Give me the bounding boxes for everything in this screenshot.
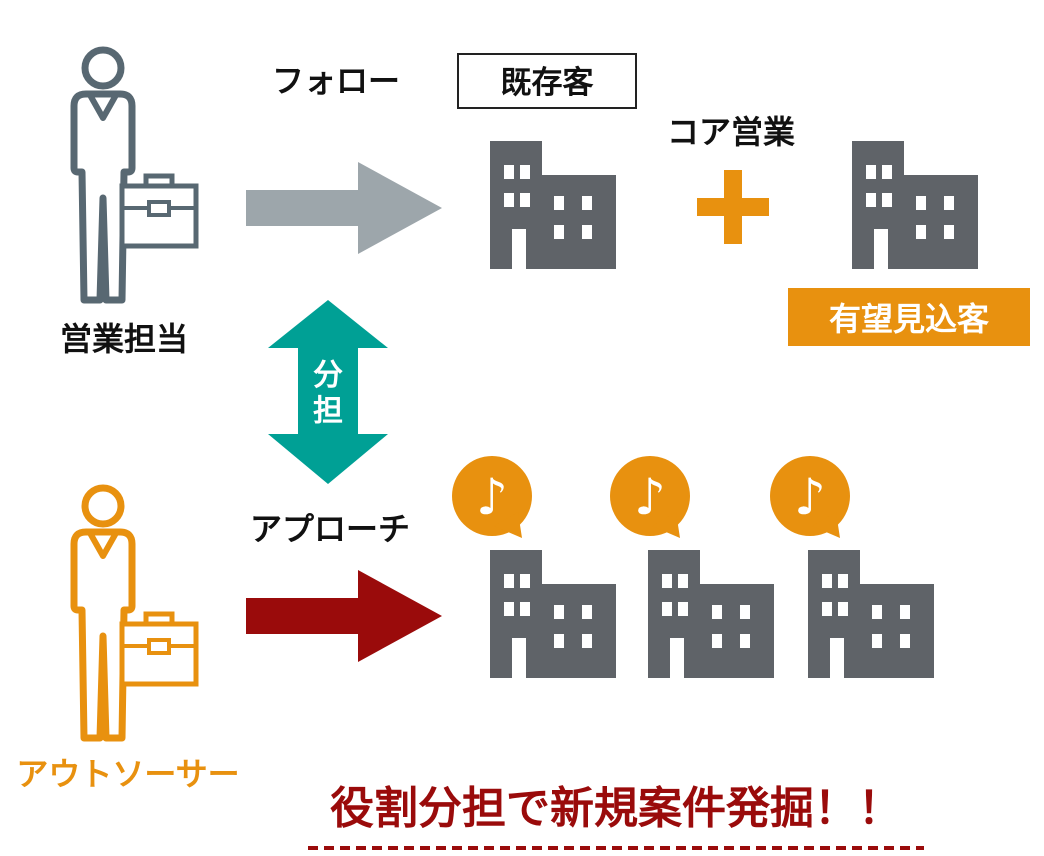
music-note-glyph: ♪ [794,468,826,526]
approach-arrow [246,570,442,662]
core-sales-label: コア営業 [667,113,795,151]
prospect-building-icon [852,141,978,269]
music-note-glyph: ♪ [476,468,508,526]
speech-bubble-music-note-icon: ♪ [452,456,532,538]
sales-rep-label: 営業担当 [60,320,188,358]
target-building-icon [808,550,934,678]
existing-customer-building-icon [490,141,616,269]
speech-bubble-music-note-icon: ♪ [610,456,690,538]
outsourcer-label: アウトソーサー [16,755,239,793]
prospects-label: 有望見込客 [829,300,989,338]
speech-bubble-music-note-icon: ♪ [770,456,850,538]
follow-arrow [246,162,442,254]
target-building-icon [648,550,774,678]
conclusion-text: 役割分担で新規案件発掘！！ [330,783,902,834]
plus-icon [697,170,769,244]
share-label-bottom: 担 [313,394,343,429]
share-label-top: 分 [313,358,343,393]
prospects-box: 有望見込客 [788,288,1030,346]
share-arrow: 分 担 [268,300,388,484]
target-building-icon [490,550,616,678]
approach-label: アプローチ [250,510,410,548]
existing-customers-box: 既存客 [457,53,637,109]
outsourcer-icon [74,488,196,738]
follow-label: フォロー [272,62,400,100]
music-note-glyph: ♪ [634,468,666,526]
existing-customers-label: 既存客 [501,65,594,101]
sales-rep-icon [74,50,196,300]
